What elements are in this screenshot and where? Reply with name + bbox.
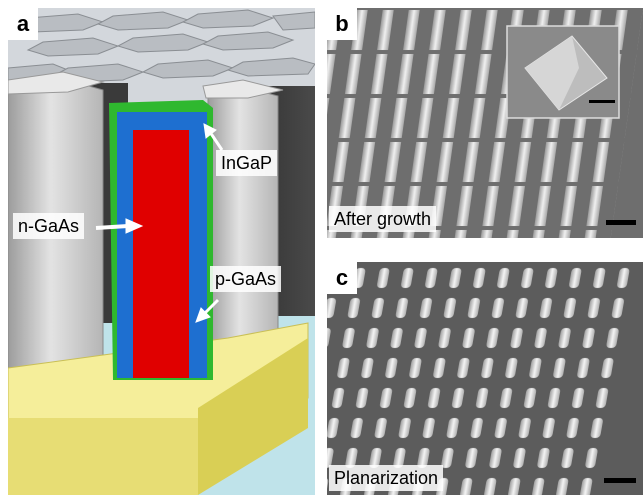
- panel-b-sem-after-growth: b After growth: [327, 8, 643, 238]
- scale-bar: [606, 220, 636, 225]
- panel-c-sem-planarization: c Planarization: [327, 262, 643, 495]
- sem-image-after-growth: [327, 8, 643, 238]
- annotation-arrows: [95, 123, 224, 323]
- caption-planarization: Planarization: [329, 465, 444, 491]
- label-p-gaas: p-GaAs: [210, 266, 282, 292]
- substrate-front: [8, 418, 198, 495]
- panel-a-schematic: a n-GaAs InGaP p-GaAs: [8, 8, 315, 495]
- label-n-gaas: n-GaAs: [13, 213, 85, 239]
- substrate-side: [198, 338, 308, 495]
- panel-letter-c: c: [327, 262, 357, 294]
- pillar-tops-field: [8, 9, 315, 83]
- panel-letter-a: a: [8, 8, 38, 40]
- sem-image-planarization: [327, 262, 643, 495]
- inset-scale-bar: [589, 100, 615, 103]
- scale-bar: [604, 478, 636, 483]
- right-pillar: [207, 87, 279, 361]
- caption-after-growth: After growth: [329, 206, 437, 232]
- nanowire-schematic: [8, 8, 315, 495]
- label-ingap: InGaP: [216, 150, 278, 176]
- panel-letter-b: b: [327, 8, 357, 40]
- n-gaas-core: [133, 130, 189, 378]
